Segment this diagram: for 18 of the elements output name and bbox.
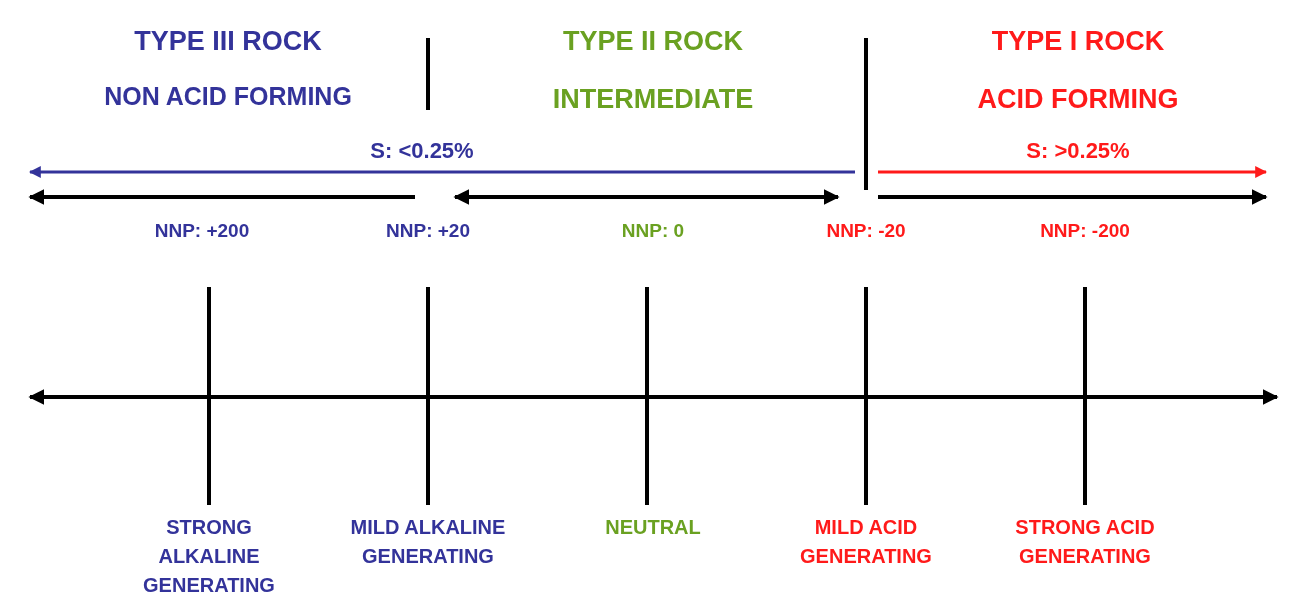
- scale-label: STRONG ALKALINE GENERATING: [142, 515, 276, 598]
- scale-label: MILD ACID GENERATING: [799, 515, 933, 569]
- category-label: NON ACID FORMING: [104, 82, 352, 111]
- heading: TYPE II ROCK: [563, 26, 743, 57]
- category-label: ACID FORMING: [977, 84, 1179, 115]
- range-label: S: <0.25%: [370, 138, 474, 164]
- heading: TYPE I ROCK: [991, 26, 1165, 57]
- scale-label: STRONG ACID GENERATING: [1014, 515, 1156, 569]
- heading: TYPE III ROCK: [134, 26, 322, 57]
- scale-label: NNP: +200: [154, 220, 250, 242]
- scale-label: NEUTRAL: [604, 515, 702, 540]
- range-label: S: >0.25%: [1026, 138, 1130, 164]
- scale-label: NNP: 0: [621, 220, 685, 242]
- scale-label: MILD ALKALINE GENERATING: [349, 515, 507, 569]
- scale-label: NNP: -200: [1040, 220, 1130, 242]
- scale-label: NNP: +20: [386, 220, 470, 242]
- category-label: INTERMEDIATE: [552, 84, 754, 115]
- scale-label: NNP: -20: [826, 220, 906, 242]
